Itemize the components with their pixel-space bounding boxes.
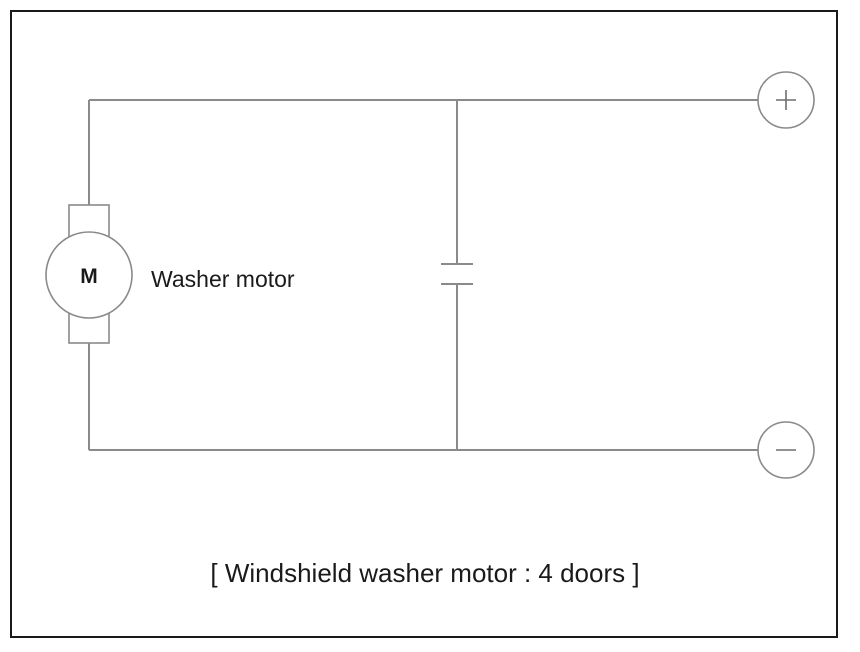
- plus-icon: [757, 71, 815, 129]
- diagram-caption: [ Windshield washer motor : 4 doors ]: [210, 558, 639, 588]
- minus-icon: [757, 421, 815, 479]
- capacitor-symbol: [441, 263, 473, 285]
- washer-motor-label: Washer motor: [151, 266, 295, 292]
- circuit-wiring: [88, 99, 758, 451]
- motor-circle: [45, 231, 133, 319]
- motor-symbol-letter: M: [80, 265, 98, 288]
- diagram-frame: [10, 10, 838, 638]
- washer-motor: M: [45, 204, 133, 344]
